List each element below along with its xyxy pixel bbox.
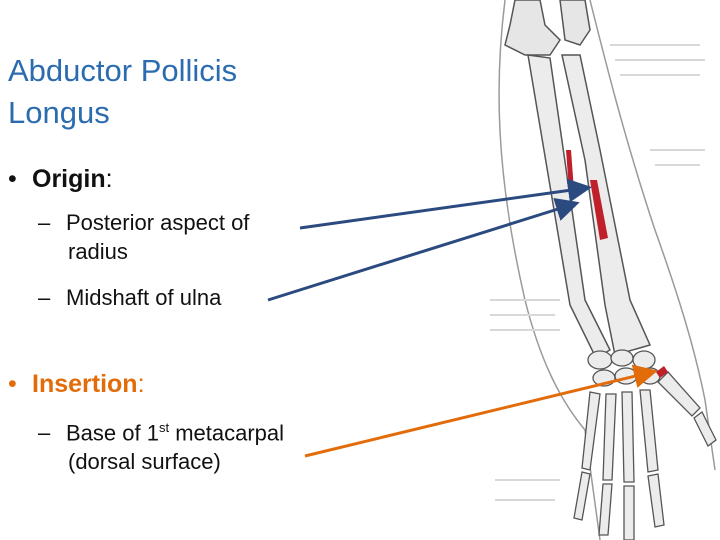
title-line-2: Longus: [8, 95, 110, 130]
insertion-item: –Base of 1st metacarpal (dorsal surface): [38, 413, 284, 476]
arm-outline-right: [589, 0, 716, 471]
insertion-item-text-cont: (dorsal surface): [68, 449, 221, 475]
origin-item-text-cont: radius: [68, 239, 128, 264]
insertion-label: Insertion: [32, 370, 138, 398]
dash-marker: –: [38, 420, 51, 446]
bullet-marker: •: [8, 370, 17, 398]
dash-marker: –: [38, 210, 51, 235]
muscle-insertion-mark: [656, 366, 668, 378]
title-line-1: Abductor Pollicis: [8, 53, 238, 88]
insertion-item-text-post: metacarpal: [169, 420, 285, 446]
background-annotation-lines: [490, 44, 705, 501]
muscle-origin-radius: [590, 180, 608, 240]
ordinal-suffix: st: [158, 420, 170, 435]
carpal-bones: [587, 349, 661, 387]
bullet-marker: •: [8, 165, 17, 193]
dash-marker: –: [38, 285, 51, 310]
humerus: [504, 0, 561, 56]
humerus-right: [559, 0, 591, 46]
insertion-colon: :: [137, 370, 145, 398]
metacarpals-and-phalanges: [573, 371, 717, 540]
insertion-item-text: Base of 1: [66, 420, 159, 446]
origin-item-text: Posterior aspect of: [66, 210, 250, 235]
slide-title: Abductor Pollicis Longus: [8, 50, 328, 134]
origin-label: Origin: [32, 165, 106, 193]
origin-colon: :: [105, 165, 113, 193]
origin-item-radius: –Posterior aspect of radius: [38, 208, 249, 266]
origin-item-text: Midshaft of ulna: [66, 285, 222, 310]
radius: [561, 54, 652, 356]
insertion-bullet: • Insertion:: [8, 370, 145, 399]
forearm-bones-illustration: [490, 0, 717, 540]
origin-item-ulna: –Midshaft of ulna: [38, 283, 221, 312]
origin-bullet: • Origin:: [8, 165, 113, 194]
